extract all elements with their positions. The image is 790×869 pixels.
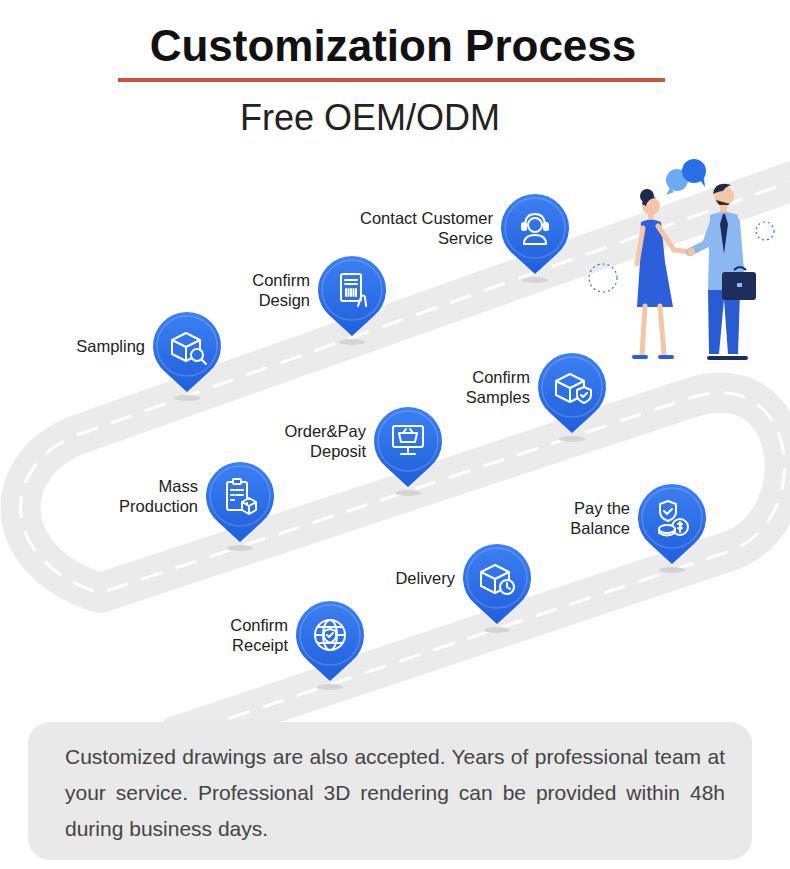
pin-shape <box>318 256 386 336</box>
step-label-group: Order&Pay Deposit <box>274 421 366 461</box>
road-dashes <box>21 175 790 738</box>
pin-icon <box>341 274 366 306</box>
pin-ring <box>642 488 702 548</box>
man-figure <box>687 184 756 358</box>
step-pin: Sampling <box>147 308 227 404</box>
pin-icon <box>659 501 688 536</box>
pin-marker <box>147 308 227 404</box>
pin-icon <box>315 620 345 650</box>
step-label: Delivery <box>355 568 455 588</box>
pin-ring <box>157 316 217 376</box>
step-pin: Delivery <box>457 540 537 636</box>
pin-ring <box>467 548 527 608</box>
pin-marker <box>200 458 280 554</box>
step-pin: Confirm Receipt <box>290 597 370 693</box>
pin-marker <box>290 597 370 693</box>
step-label-group: Confirm Receipt <box>218 615 288 655</box>
pin-marker <box>495 190 575 286</box>
pin-marker <box>632 480 712 576</box>
step-label-group: Sampling <box>45 336 145 356</box>
step-pin: Mass Production <box>200 458 280 554</box>
step-label: Order&Pay Deposit <box>274 421 366 461</box>
speech-bubble-tail <box>700 178 705 187</box>
diagram-title: Customization Process <box>0 20 786 72</box>
step-label: Confirm Samples <box>458 367 530 407</box>
pin-ring <box>210 466 270 526</box>
pin-marker <box>368 403 448 499</box>
step-label: Pay the Balance <box>564 498 630 538</box>
step-pin: Confirm Samples <box>532 349 612 445</box>
step-pin: Order&Pay Deposit <box>368 403 448 499</box>
pin-ring <box>300 605 360 665</box>
step-label-group: Confirm Samples <box>458 367 530 407</box>
pin-shadow <box>522 277 548 283</box>
pin-icon <box>481 565 514 594</box>
pin-shadow <box>395 490 421 496</box>
pin-shape <box>296 601 364 681</box>
pin-shadow <box>484 627 510 633</box>
pin-shape <box>538 353 606 433</box>
pin-shape <box>463 544 531 624</box>
title-underline <box>118 78 665 82</box>
step-label: Confirm Receipt <box>218 615 288 655</box>
step-pin: Contact Customer Service <box>495 190 575 286</box>
pin-shape <box>501 194 569 274</box>
pin-icon <box>393 426 423 454</box>
speech-bubble-tail <box>666 188 674 195</box>
woman-figure <box>634 189 690 357</box>
pin-marker <box>457 540 537 636</box>
pin-marker <box>312 252 392 348</box>
subtitle: Free OEM/ODM <box>0 96 740 140</box>
pin-icon <box>172 333 206 364</box>
step-label: Sampling <box>45 336 145 356</box>
pin-shape <box>153 312 221 392</box>
step-label: Contact Customer Service <box>343 208 493 248</box>
pin-icon <box>227 479 256 514</box>
step-label-group: Mass Production <box>108 476 198 516</box>
pin-shadow <box>174 395 200 401</box>
pin-shadow <box>227 545 253 551</box>
pin-shape <box>638 484 706 564</box>
pin-shape <box>374 407 442 487</box>
step-label-group: Pay the Balance <box>564 498 630 538</box>
step-pin: Pay the Balance <box>632 480 712 576</box>
pin-shadow <box>317 684 343 690</box>
step-label-group: Contact Customer Service <box>343 208 493 248</box>
pin-ring <box>542 357 602 417</box>
pin-ring <box>322 260 382 320</box>
pin-shadow <box>559 436 585 442</box>
pin-icon <box>556 374 591 403</box>
dotted-circle <box>589 264 617 292</box>
road <box>21 175 790 738</box>
note-box: Customized drawings are also accepted. Y… <box>28 722 752 860</box>
pin-shape <box>206 462 274 542</box>
pin-ring <box>378 411 438 471</box>
pin-icon <box>522 214 548 244</box>
pin-shadow <box>339 339 365 345</box>
dotted-circle <box>756 222 774 240</box>
pin-marker <box>532 349 612 445</box>
pin-ring <box>505 198 565 258</box>
pin-shadow <box>659 567 685 573</box>
step-label-group: Delivery <box>355 568 455 588</box>
step-label: Mass Production <box>108 476 198 516</box>
step-pin: Confirm Design <box>312 252 392 348</box>
note-text: Customized drawings are also accepted. Y… <box>65 739 725 847</box>
step-label-group: Confirm Design <box>238 270 310 310</box>
step-label: Confirm Design <box>238 270 310 310</box>
